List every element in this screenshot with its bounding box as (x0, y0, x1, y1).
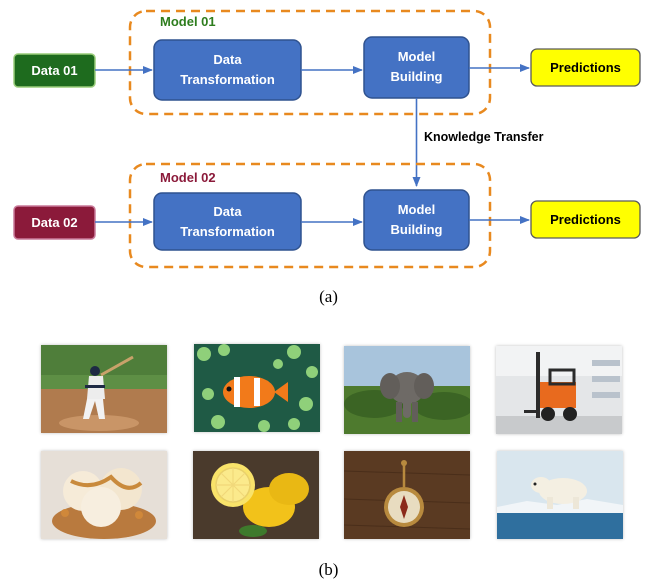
model-building-label-1a: Model (398, 49, 436, 64)
data-transformation-box-1 (153, 39, 302, 101)
image-polar-bear (497, 451, 623, 539)
data-01-label: Data 01 (31, 63, 77, 78)
model-building-label-2b: Building (391, 222, 443, 237)
image-ice-cream (41, 451, 167, 539)
data-transformation-label-1b: Transformation (180, 72, 275, 87)
data-02-label: Data 02 (31, 215, 77, 230)
image-elephant (344, 346, 470, 434)
image-forklift (496, 346, 622, 434)
model-02-title: Model 02 (160, 170, 216, 185)
caption-a: (a) (319, 287, 338, 306)
predictions-box-2 (530, 200, 641, 239)
caption-b: (b) (318, 560, 339, 579)
data-transformation-label-2a: Data (213, 204, 242, 219)
image-clownfish (194, 344, 320, 432)
model-building-box-2 (363, 189, 470, 251)
model-01-title: Model 01 (160, 14, 216, 29)
model-building-label-1b: Building (391, 69, 443, 84)
predictions-label-1: Predictions (550, 60, 621, 75)
data-transformation-box-2 (153, 192, 302, 251)
model-building-box-1 (363, 36, 470, 99)
data-transformation-label-2b: Transformation (180, 224, 275, 239)
image-baseball-batter (41, 345, 167, 433)
predictions-box-1 (530, 48, 641, 87)
transfer-learning-diagram: Model 01 Data 01 Data Transformation Mod… (13, 9, 641, 269)
knowledge-transfer-label: Knowledge Transfer (424, 130, 544, 144)
model-building-label-2a: Model (398, 202, 436, 217)
data-transformation-label-1a: Data (213, 52, 242, 67)
predictions-label-2: Predictions (550, 212, 621, 227)
image-lemons (193, 451, 319, 539)
image-compass (344, 451, 470, 539)
